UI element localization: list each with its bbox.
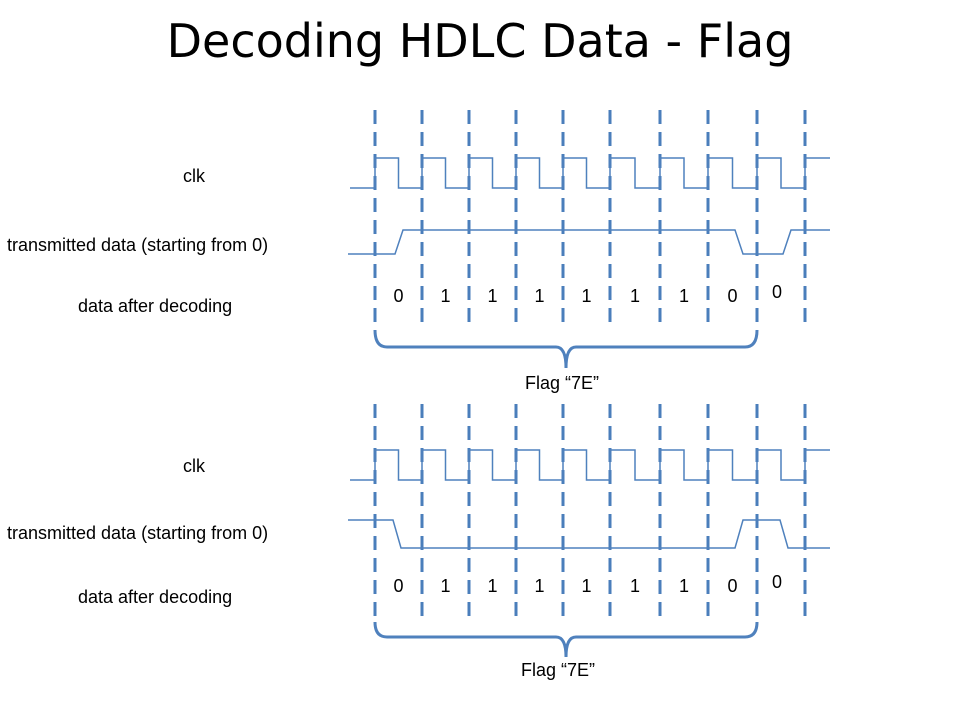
decoded-bit: 1 — [630, 286, 640, 306]
decoded-bit: 1 — [679, 576, 689, 596]
decoded-bit: 0 — [772, 572, 782, 592]
transmitted-data-waveform — [348, 229, 830, 255]
flag-brace — [373, 329, 759, 369]
decoded-bit: 1 — [487, 576, 497, 596]
flag-brace — [373, 621, 759, 658]
decoded-bit: 1 — [440, 286, 450, 306]
decoded-bit: 1 — [487, 286, 497, 306]
transmitted-data-label: transmitted data (starting from 0) — [7, 235, 269, 255]
decoded-bit: 1 — [440, 576, 450, 596]
transmitted-data-waveform — [348, 519, 830, 549]
decoded-bit: 1 — [581, 286, 591, 306]
decoded-bit: 1 — [534, 576, 544, 596]
decoded-data-label: data after decoding — [78, 587, 233, 607]
clk-waveform — [350, 449, 830, 481]
decoded-bit: 1 — [679, 286, 689, 306]
decoded-bit: 0 — [772, 282, 782, 302]
clk-waveform — [350, 157, 830, 189]
decoded-data-label: data after decoding — [78, 296, 233, 316]
decoded-bit: 1 — [630, 576, 640, 596]
decoded-bit: 0 — [727, 576, 737, 596]
clk-label: clk — [183, 456, 205, 476]
transmitted-data-label: transmitted data (starting from 0) — [7, 523, 269, 543]
flag-brace-label: Flag “7E” — [521, 660, 596, 680]
decoded-bit: 0 — [393, 576, 403, 596]
decoded-bit: 1 — [534, 286, 544, 306]
decoded-bit: 1 — [581, 576, 591, 596]
clk-label: clk — [183, 166, 205, 186]
decoded-bit: 0 — [727, 286, 737, 306]
slide-title: Decoding HDLC Data - Flag — [166, 14, 794, 68]
decoded-bit: 0 — [393, 286, 403, 306]
flag-brace-label: Flag “7E” — [525, 373, 600, 393]
